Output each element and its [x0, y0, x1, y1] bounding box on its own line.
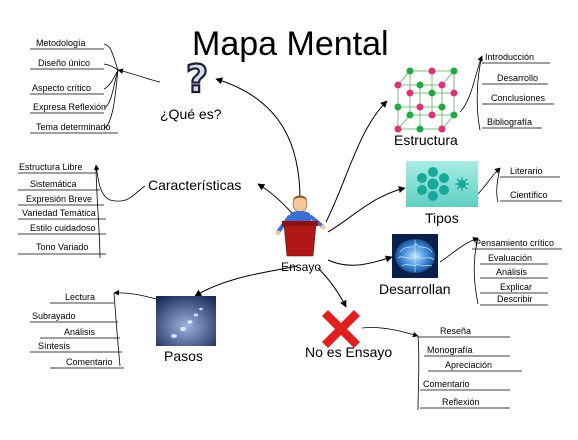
branch-label-que-es: ¿Qué es?	[160, 106, 222, 122]
leaf-item: Describir	[497, 294, 533, 304]
desarrollan-items: Pensamiento crítico Evaluación Análisis …	[475, 238, 554, 304]
speaker-at-podium-icon	[275, 195, 326, 257]
leaf-item: Introducción	[485, 52, 534, 62]
branch-label-caracteristicas: Características	[148, 177, 241, 193]
brain-icon	[392, 234, 438, 278]
connector-que-es	[215, 77, 301, 201]
connector-estructura	[325, 100, 388, 223]
tipos-items: Literario Científico	[510, 166, 548, 200]
leaf-item: Diseño único	[38, 58, 90, 68]
connector-caracteristicas	[257, 183, 293, 214]
que-es-items: Metodología Diseño único Aspecto crítico…	[32, 38, 111, 132]
pasos-items: Lectura Subrayado Análisis Síntesis Come…	[32, 292, 113, 367]
leaf-item: Expresión Breve	[26, 194, 92, 204]
estructura-items: Introducción Desarrollo Conclusiones Bib…	[485, 52, 546, 127]
leaf-item: Comentario	[423, 379, 470, 389]
leaf-item: Reflexión	[442, 397, 480, 407]
mind-map-title: Mapa Mental	[192, 25, 389, 63]
branch-label-pasos: Pasos	[164, 348, 203, 364]
connector-pasos	[194, 265, 298, 297]
branch-label-estructura: Estructura	[394, 132, 458, 148]
leaf-item: Literario	[510, 166, 543, 176]
leaf-item: Conclusiones	[491, 93, 546, 103]
caracteristicas-items: Estructura Libre Sistemática Expresión B…	[19, 162, 96, 252]
leaf-item: Expresa Reflexión	[33, 102, 106, 112]
leaf-item: Variedad Temática	[22, 208, 96, 218]
leaf-item: Desarrollo	[497, 73, 538, 83]
lattice-cube-icon	[394, 67, 458, 133]
leaf-item: Bibliografía	[487, 117, 532, 127]
leaf-item: Aspecto crítico	[32, 83, 91, 93]
leaf-item: Subrayado	[32, 311, 76, 321]
leaf-item: Metodología	[36, 38, 86, 48]
molecule-icon	[406, 161, 478, 207]
leaf-item: Tono Variado	[36, 242, 88, 252]
no-es-ensayo-items: Reseña Monografía Apreciación Comentario…	[423, 326, 492, 407]
leaf-item: Análisis	[496, 267, 528, 277]
subbranch-lines	[18, 43, 562, 411]
leaf-item: Lectura	[65, 292, 95, 302]
leaf-item: Explicar	[500, 282, 532, 292]
branch-label-tipos: Tipos	[425, 210, 459, 226]
branch-label-desarrollan: Desarrollan	[379, 281, 451, 297]
connectors	[194, 77, 406, 308]
leaf-item: Reseña	[440, 326, 471, 336]
leaf-item: Científico	[510, 190, 548, 200]
leaf-item: Comentario	[66, 357, 113, 367]
leaf-item: Tema determinado	[36, 122, 111, 132]
red-x-icon	[322, 310, 360, 348]
leaf-item: Estructura Libre	[19, 162, 83, 172]
footprints-picture-icon	[156, 296, 216, 346]
leaf-item: Estilo cuidadoso	[30, 223, 96, 233]
question-mark-icon: ?	[185, 56, 209, 102]
leaf-item: Síntesis	[38, 341, 71, 351]
connector-tipos	[327, 186, 406, 233]
leaf-item: Evaluación	[488, 253, 532, 263]
connector-no-es	[317, 267, 347, 308]
leaf-item: Monografía	[427, 345, 473, 355]
svg-text:?: ?	[186, 57, 208, 101]
leaf-item: Pensamiento crítico	[475, 238, 554, 248]
leaf-item: Análisis	[64, 327, 96, 337]
connector-desarrollan	[327, 255, 393, 266]
branch-label-no-es-ensayo: No es Ensayo	[305, 344, 392, 360]
leaf-item: Sistemática	[30, 179, 77, 189]
leaf-item: Apreciación	[445, 360, 492, 370]
center-label: Ensayo	[281, 260, 321, 274]
